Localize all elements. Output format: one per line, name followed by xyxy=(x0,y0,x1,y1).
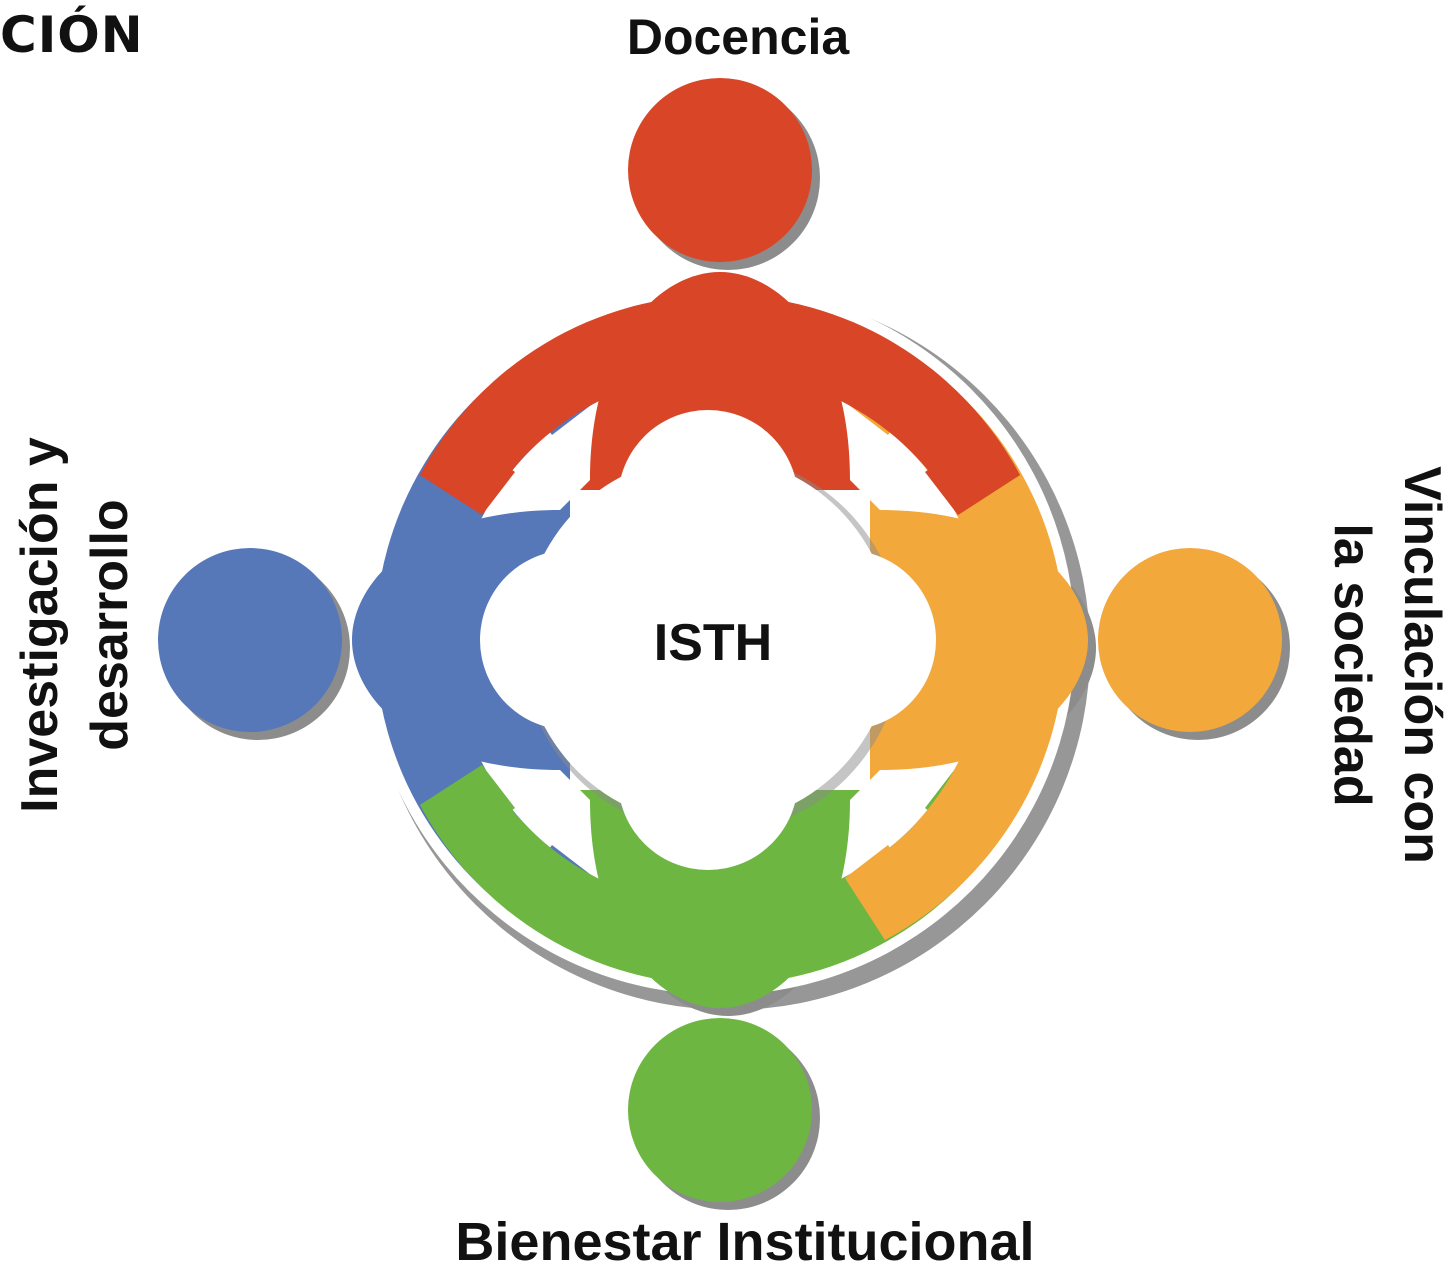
label-right-line1: Vinculación con xyxy=(1393,466,1450,864)
label-right-line2: la sociedad xyxy=(1323,523,1381,807)
center-label-isth: ISTH xyxy=(653,614,773,672)
heading-fragment: CIÓN xyxy=(0,6,144,64)
label-bienestar-institucional: Bienestar Institucional xyxy=(455,1212,1035,1270)
center-hub xyxy=(480,410,936,870)
label-docencia: Docencia xyxy=(626,9,850,65)
label-vinculacion-sociedad: Vinculación con la sociedad xyxy=(1317,466,1450,864)
label-left-line1: Investigación y xyxy=(11,437,69,813)
label-investigacion-desarrollo: Investigación y desarrollo xyxy=(5,437,145,813)
label-left-line2: desarrollo xyxy=(81,499,139,751)
